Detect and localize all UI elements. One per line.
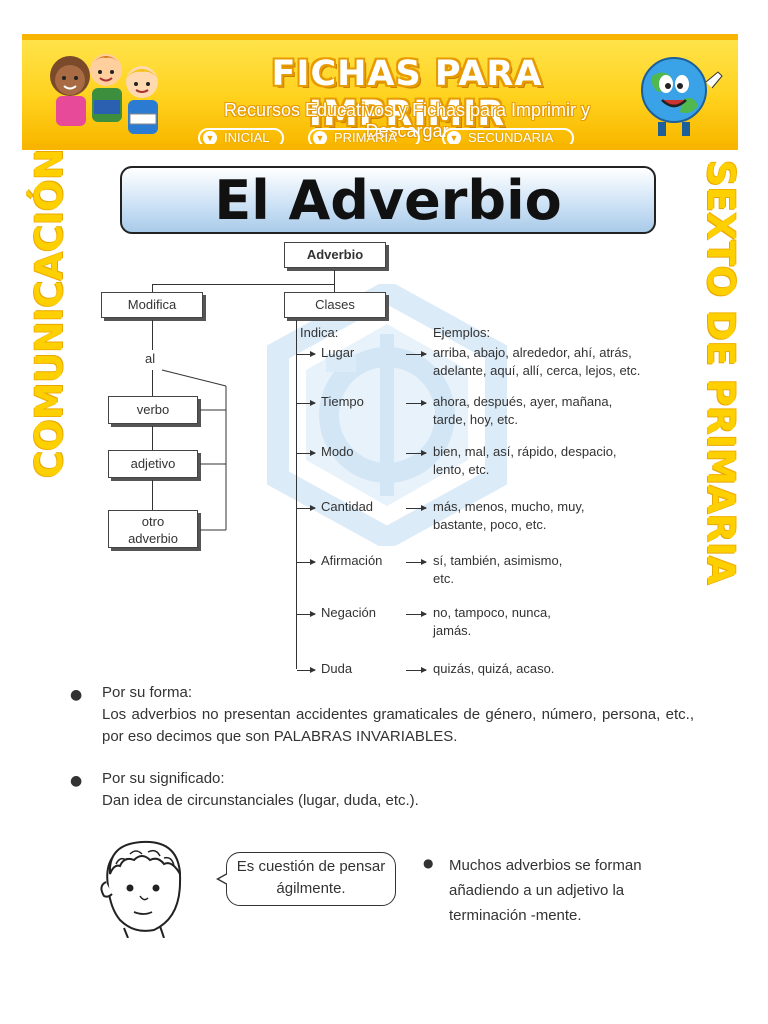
nav-inicial-link[interactable]: ▼ INICIAL (198, 128, 284, 145)
otro-adverbio-box: otro adverbio (108, 510, 198, 548)
arrow-right-icon (406, 450, 427, 456)
site-subtitle: Recursos Educativos y Fichas para Imprim… (223, 100, 591, 141)
connector (152, 284, 335, 285)
class-example-line2: lento, etc. (433, 462, 490, 477)
arrow-right-icon (406, 667, 427, 673)
class-branch-arrow (297, 611, 316, 617)
arrow-down-icon: ▼ (313, 131, 327, 144)
class-name: Negación (321, 605, 376, 620)
nav-secundaria-link[interactable]: ▼ SECUNDARIA (442, 128, 574, 145)
class-example-line2: jamás. (433, 623, 472, 638)
kids-illustration-icon (50, 54, 158, 134)
boy-face-illustration-icon (100, 840, 182, 938)
class-example-line1: no, tampoco, nunca, (433, 605, 551, 620)
clases-trunk-line (296, 320, 297, 669)
forma-title: Por su forma: (102, 684, 193, 701)
arrow-right-icon (406, 611, 427, 617)
arrow-right-icon (406, 400, 427, 406)
arrow-down-icon: ▼ (447, 131, 461, 144)
class-example-line2: tarde, hoy, etc. (433, 412, 519, 427)
arrow-down-icon: ▼ (203, 131, 217, 144)
significado-title: Por su significado: (102, 770, 225, 787)
page-title: El Adverbio (214, 169, 562, 232)
speech-bubble: Es cuestión de pensar ágilmente. (216, 852, 396, 906)
connector (334, 284, 335, 292)
bullet-icon: ● (423, 856, 434, 870)
connector (152, 320, 153, 350)
nav-primaria-link[interactable]: ▼ PRIMARIA (308, 128, 420, 145)
connector (152, 370, 153, 396)
indica-header: Indica: (300, 325, 339, 340)
class-example-line1: ahora, después, ayer, mañana, (433, 394, 613, 409)
forma-text: Los adverbios no presentan accidentes gr… (102, 706, 694, 745)
class-example-line1: quizás, quizá, acaso. (433, 661, 555, 676)
modifica-box: Modifica (101, 292, 203, 318)
class-branch-arrow (297, 559, 316, 565)
site-nav: ▼ INICIAL ▼ PRIMARIA ▼ SECUNDARIA (190, 128, 630, 145)
arrow-right-icon (406, 351, 427, 357)
connector (152, 284, 153, 292)
verbo-box: verbo (108, 396, 198, 424)
watermark-logo-icon (267, 284, 507, 546)
header-banner: FICHAS PARA IMPRIMIR Recursos Educativos… (22, 34, 738, 150)
class-name: Tiempo (321, 394, 364, 409)
site-title: FICHAS PARA IMPRIMIR (271, 54, 543, 134)
significado-text: Dan idea de circunstanciales (lugar, dud… (102, 792, 419, 809)
bullet-icon: ● (70, 773, 83, 789)
connector (334, 270, 335, 284)
class-example-line1: sí, también, asimismo, (433, 553, 563, 568)
class-example-line1: bien, mal, así, rápido, despacio, (433, 444, 617, 459)
class-branch-arrow (297, 667, 316, 673)
clases-box: Clases (284, 292, 386, 318)
class-example-line2: adelante, aquí, allí, cerca, lejos, etc. (433, 363, 641, 378)
bracket-lines (161, 369, 227, 531)
nav-secundaria-label: SECUNDARIA (468, 130, 554, 145)
class-branch-arrow (297, 505, 316, 511)
class-name: Lugar (321, 345, 355, 360)
class-branch-arrow (297, 400, 316, 406)
nav-inicial-label: INICIAL (224, 130, 270, 145)
class-example-line1: más, menos, mucho, muy, (433, 499, 585, 514)
tip-text: Muchos adverbios se forman añadiendo a u… (449, 857, 642, 924)
class-branch-arrow (297, 351, 316, 357)
subject-label: COMUNICACIÓN (28, 148, 71, 478)
globe-mascot-icon (641, 57, 723, 136)
arrow-right-icon (406, 559, 427, 565)
nav-primaria-label: PRIMARIA (334, 130, 397, 145)
grade-label: SEXTO DE PRIMARIA (699, 160, 742, 585)
connector (152, 426, 153, 450)
ejemplos-header: Ejemplos: (433, 325, 491, 340)
page-title-box: El Adverbio (120, 166, 656, 234)
class-example-line2: bastante, poco, etc. (433, 517, 547, 532)
class-name: Cantidad (321, 499, 374, 514)
root-box: Adverbio (284, 242, 386, 268)
al-label: al (145, 351, 156, 366)
arrow-right-icon (406, 505, 427, 511)
class-example-line1: arriba, abajo, alrededor, ahí, atrás, (433, 345, 632, 360)
class-name: Afirmación (321, 553, 383, 568)
connector (152, 480, 153, 510)
class-name: Duda (321, 661, 353, 676)
class-name: Modo (321, 444, 354, 459)
class-example-line2: etc. (433, 571, 454, 586)
bullet-icon: ● (70, 687, 83, 703)
adjetivo-box: adjetivo (108, 450, 198, 478)
class-branch-arrow (297, 450, 316, 456)
